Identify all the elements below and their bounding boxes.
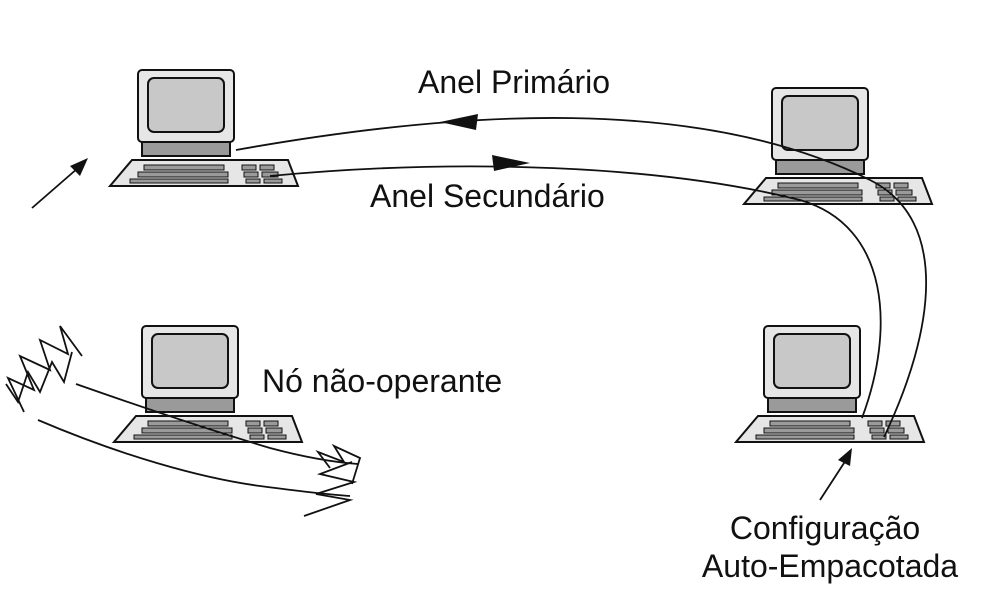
computer-icon	[743, 87, 933, 205]
arrow-icon	[31, 158, 88, 209]
computer-icon	[735, 325, 925, 443]
failed-node-label: Nó não-operante	[262, 363, 503, 399]
secondary-ring-line	[269, 165, 882, 419]
primary-ring-line	[235, 117, 928, 438]
broken-ring-line	[37, 419, 351, 497]
arrow-icon	[819, 448, 852, 501]
arrow-icon	[492, 155, 530, 171]
secondary-ring-label: Anel Secundário	[370, 178, 605, 214]
computer-icon	[109, 69, 299, 187]
break-zigzag-icon	[6, 325, 83, 413]
break-zigzag-icon	[5, 351, 73, 405]
break-zigzag-icon	[315, 443, 362, 485]
self-wrap-label-line1: Configuração	[729, 510, 921, 546]
break-zigzag-icon	[303, 461, 358, 517]
arrow-icon	[440, 114, 478, 130]
primary-ring-label: Anel Primário	[418, 64, 611, 100]
self-wrap-label-line2: Auto-Empacotada	[701, 548, 959, 584]
